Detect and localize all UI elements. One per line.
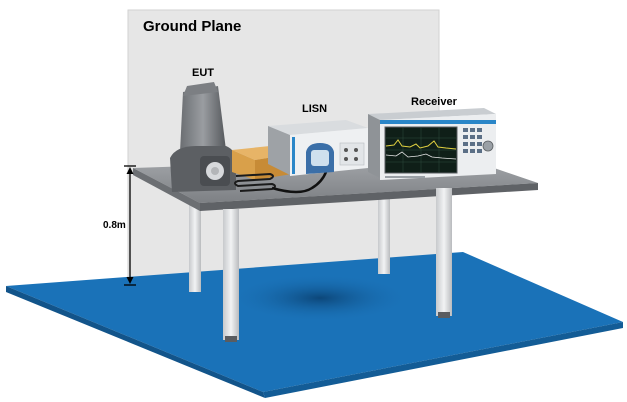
eut-label: EUT bbox=[192, 67, 214, 79]
table-leg-back-right bbox=[378, 182, 390, 274]
receiver-trace-yellow bbox=[385, 139, 457, 150]
lisn-label: LISN bbox=[302, 103, 328, 115]
receiver-trace-white bbox=[385, 151, 457, 160]
table-shadow bbox=[230, 274, 410, 322]
table-foot-front-left bbox=[225, 336, 237, 342]
receiver-analyzer-icon bbox=[368, 108, 496, 180]
receiver-label: Receiver bbox=[411, 96, 457, 108]
floor-plane bbox=[6, 252, 623, 392]
lisn-cable bbox=[271, 171, 328, 194]
ground-plane-label: Ground Plane bbox=[143, 18, 242, 35]
dimension-arrow-icon bbox=[124, 165, 136, 286]
table-leg-front-right bbox=[436, 188, 452, 316]
table-leg-back-left bbox=[189, 200, 201, 292]
table-top-left-edge bbox=[133, 168, 200, 211]
cable-coil bbox=[234, 172, 276, 192]
table-foot-front-right bbox=[438, 312, 450, 318]
table-top-front-edge bbox=[200, 183, 538, 211]
lisn-unit-icon bbox=[268, 120, 368, 176]
eut-device-icon bbox=[170, 82, 236, 192]
table-leg-front-left bbox=[223, 209, 239, 340]
floor-edge bbox=[263, 322, 623, 398]
floor-edge-left bbox=[6, 286, 265, 398]
table-height-label: 0.8m bbox=[103, 220, 126, 231]
